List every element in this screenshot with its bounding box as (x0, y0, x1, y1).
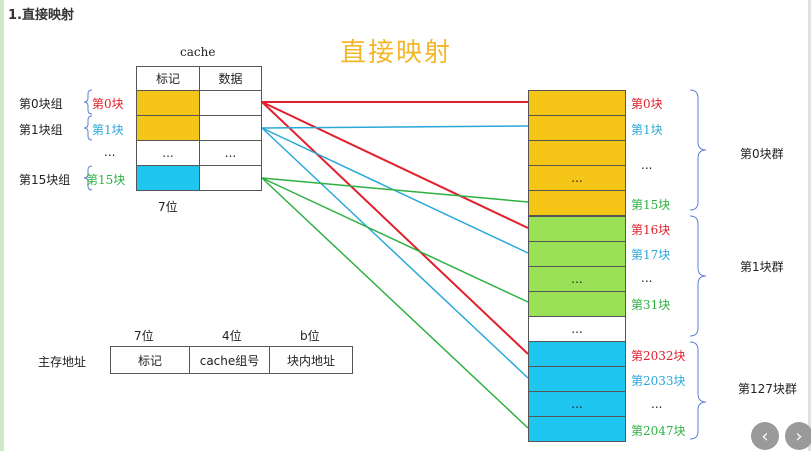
group-brace-0 (689, 89, 707, 211)
addr-field-group: cache组号 (189, 346, 270, 374)
cache-line-15-tag (136, 165, 200, 191)
mem-block-2033 (528, 366, 626, 392)
addr-field-tag: 标记 (110, 346, 190, 374)
cache-line-1-tag (136, 115, 200, 141)
mem-block-31 (528, 291, 626, 317)
chevron-left-icon: ‹ (761, 425, 769, 447)
map-line-blue-2033 (261, 127, 529, 379)
cache-line-0-data (199, 90, 262, 116)
cache-bracket-0 (83, 89, 93, 115)
map-line-green-31 (261, 177, 529, 303)
mem-block-15 (528, 190, 626, 216)
cache-ellipsis-data: ... (199, 140, 262, 166)
map-line-red-16 (261, 101, 529, 229)
mem-block-2032 (528, 341, 626, 367)
cache-group-0: 第0块组 (19, 97, 63, 111)
section-title: 1.直接映射 (8, 8, 74, 23)
next-slide-button[interactable]: › (785, 422, 811, 450)
cache-bracket-1 (83, 115, 93, 141)
mem-block-ellipsis-0: ... (528, 165, 626, 191)
mem-label-0: 第0块 (631, 97, 663, 111)
mem-block-16 (528, 216, 626, 242)
cache-line-label-1: 第1块 (92, 123, 124, 137)
mem-block-gap-0 (528, 140, 626, 166)
group-brace-127 (689, 341, 707, 440)
map-line-green-2047 (261, 177, 529, 429)
cache-group-1: 第1块组 (19, 123, 63, 137)
mem-group-0: 第0块群 (740, 147, 784, 161)
mem-block-1 (528, 115, 626, 141)
group-brace-1 (689, 215, 707, 337)
addr-bits-offset: b位 (300, 329, 320, 343)
prev-slide-button[interactable]: ‹ (751, 422, 779, 450)
addr-field-offset: 块内地址 (269, 346, 353, 374)
mem-label-2047: 第2047块 (631, 424, 686, 438)
cache-label: cache (180, 45, 216, 59)
cache-group-ellipsis: ... (104, 145, 116, 159)
main-title: 直接映射 (340, 38, 453, 68)
map-line-red-2032 (261, 101, 529, 355)
addr-label: 主存地址 (38, 355, 87, 369)
addr-bits-tag: 7位 (134, 329, 154, 343)
right-edge-bar (808, 0, 811, 451)
mem-label-2033: 第2033块 (631, 374, 686, 388)
cache-line-label-15: 第15块 (86, 173, 126, 187)
mem-block-2047 (528, 416, 626, 442)
mem-label-15: 第15块 (631, 198, 671, 212)
mem-block-ellipsis-127: ... (528, 391, 626, 417)
mem-label-17: 第17块 (631, 248, 671, 262)
mem-group-1: 第1块群 (740, 260, 784, 274)
mem-block-ellipsis-mid: ... (528, 316, 626, 342)
mem-block-ellipsis-1: ... (528, 266, 626, 292)
map-line-blue-1 (261, 125, 529, 129)
cache-line-15-data (199, 165, 262, 191)
cache-line-1-data (199, 115, 262, 141)
cache-header-tag: 标记 (136, 66, 200, 91)
addr-bits-group: 4位 (222, 329, 242, 343)
mem-label-2032: 第2032块 (631, 349, 686, 363)
cache-header-data: 数据 (199, 66, 262, 91)
mem-label-ellipsis-1: ... (641, 271, 653, 285)
left-accent-bar (0, 0, 4, 451)
cache-line-0-tag (136, 90, 200, 116)
mem-label-31: 第31块 (631, 298, 671, 312)
mem-label-1: 第1块 (631, 123, 663, 137)
mem-label-16: 第16块 (631, 223, 671, 237)
map-line-green-15 (261, 177, 529, 203)
cache-group-15: 第15块组 (19, 173, 71, 187)
cache-tag-bits: 7位 (158, 200, 178, 214)
mem-label-ellipsis-0: ... (641, 158, 653, 172)
mem-label-ellipsis-127: ... (651, 397, 663, 411)
chevron-right-icon: › (795, 425, 803, 447)
cache-bracket-15 (83, 165, 93, 191)
cache-ellipsis-tag: ... (136, 140, 200, 166)
mem-block-0 (528, 90, 626, 116)
mem-group-127: 第127块群 (738, 382, 797, 396)
mem-block-17 (528, 241, 626, 267)
cache-line-label-0: 第0块 (92, 97, 124, 111)
